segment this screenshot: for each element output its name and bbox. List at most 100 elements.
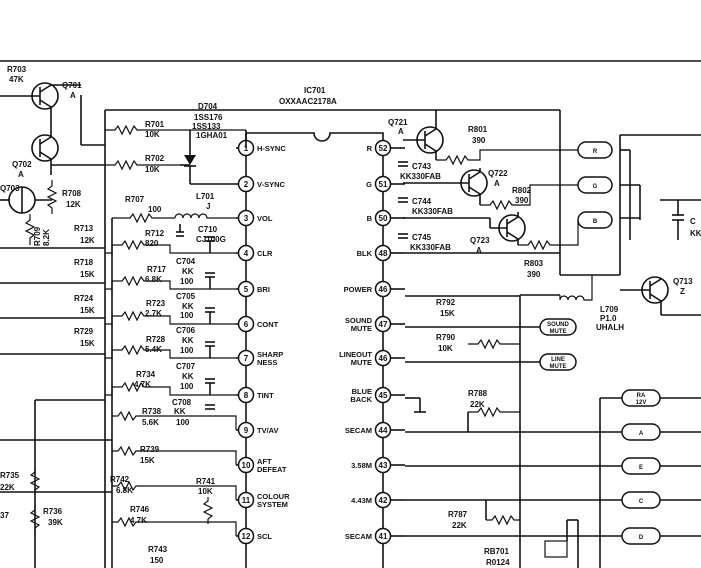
ic-left-pin-label-2: NESS xyxy=(257,358,277,367)
r703-label: R703 xyxy=(7,65,27,74)
ic-right-pin-number: 51 xyxy=(379,180,388,189)
q702-type: A xyxy=(18,170,24,179)
ic-right-pin-number: 45 xyxy=(379,391,388,400)
r701-label: R701 xyxy=(145,120,165,129)
line-mute-connector-label-2: MUTE xyxy=(550,364,567,370)
r707-resistor xyxy=(111,212,175,230)
ic-part: OXXAAC2178A xyxy=(279,97,337,106)
ic-left-pin-label: TINT xyxy=(257,391,274,400)
sound-mute-connector-label: SOUND xyxy=(547,322,569,328)
ic-right-pin-number: 41 xyxy=(379,532,388,541)
c744-value: KK330FAB xyxy=(412,207,453,216)
pin-rc-group-8 xyxy=(105,378,236,396)
r728-value: 5.4K xyxy=(145,345,162,354)
ic-right-pin-label-2: MUTE xyxy=(351,358,372,367)
ra12v-connector-label: RA xyxy=(637,393,646,399)
r792-label: R792 xyxy=(436,298,456,307)
r724-value: 15K xyxy=(80,306,95,315)
left-bus-lines xyxy=(34,95,561,568)
q721-transistor xyxy=(403,110,444,160)
r729-value: 15K xyxy=(80,339,95,348)
r803-value: 390 xyxy=(527,270,541,279)
c708-kk: KK xyxy=(174,407,186,416)
r707-value: 100 xyxy=(148,205,162,214)
l701-inductor xyxy=(174,213,236,219)
d704-label: D704 xyxy=(198,102,218,111)
ic-right-pin-label: R xyxy=(367,144,373,153)
ic-right-pin-label: POWER xyxy=(344,285,373,294)
ic-right-pin-number: 47 xyxy=(379,320,388,329)
r746-resistor xyxy=(112,516,237,536)
pin-rc-group-5 xyxy=(105,272,236,290)
l709-part: UHALH xyxy=(596,323,624,332)
r724-label: R724 xyxy=(74,294,94,303)
c708-label: C708 xyxy=(172,398,192,407)
r742-label: R742 xyxy=(110,475,130,484)
q722-type: A xyxy=(494,179,500,188)
q721-label: Q721 xyxy=(388,118,408,127)
r746-value: 4.7K xyxy=(130,516,147,525)
ic-left-pin-label: SHARP xyxy=(257,350,283,359)
c704-kk: KK xyxy=(182,267,194,276)
ic-left-pin-number: 2 xyxy=(244,180,249,189)
e-connector-label: E xyxy=(639,465,643,471)
r746-label: R746 xyxy=(130,505,150,514)
q713-type: Z xyxy=(680,287,685,296)
r738-value: 5.6K xyxy=(142,418,159,427)
c705-value: 100 xyxy=(180,311,194,320)
ic-right-pin-label-2: BACK xyxy=(350,395,372,404)
ic-right-pin-label: G xyxy=(366,180,372,189)
ic-right-pin-label: 3.58M xyxy=(351,461,372,470)
r743-value: 150 xyxy=(150,556,164,565)
c704-value: 100 xyxy=(180,277,194,286)
q701-type: A xyxy=(70,91,76,100)
ic-right-pin-43: 433.58M xyxy=(351,456,405,474)
pin-rc-group-6 xyxy=(105,307,236,325)
ic-left-pin-number: 9 xyxy=(244,426,249,435)
ic-right-pin-52: 52R xyxy=(367,139,405,157)
c706-kk: KK xyxy=(182,336,194,345)
r723-value: 2.7K xyxy=(145,309,162,318)
r703-value: 47K xyxy=(9,75,24,84)
r708-value: 12K xyxy=(66,200,81,209)
rb701-network xyxy=(544,519,579,568)
r787-resistor xyxy=(485,500,520,526)
ic-left-pin-number: 7 xyxy=(244,354,249,363)
r739-resistor xyxy=(112,445,237,465)
c744-capacitor xyxy=(398,197,408,203)
r709-resistor xyxy=(24,214,36,245)
ic-right-pin-51: 51 G xyxy=(366,175,405,193)
r790-label: R790 xyxy=(436,333,456,342)
ic-right-pin-label: LINEOUT xyxy=(339,350,372,359)
r713-label: R713 xyxy=(74,224,94,233)
r717-label: R717 xyxy=(147,265,167,274)
r790-resistor xyxy=(468,338,520,350)
ic-left-pin-label: BRI xyxy=(257,285,270,294)
ic-left-pin-number: 1 xyxy=(244,144,249,153)
ic-right-pin-42: 424.43M xyxy=(351,491,405,509)
r702-value: 10K xyxy=(145,165,160,174)
right-cap-label: C xyxy=(690,217,696,226)
g-connector: G xyxy=(577,176,613,194)
ic-right-pin-number: 46 xyxy=(379,354,388,363)
r702-resistor xyxy=(105,159,180,171)
ic-right-pin-number: 44 xyxy=(379,426,388,435)
c704-label: C704 xyxy=(176,257,196,266)
c745-label: C745 xyxy=(412,233,432,242)
ic-left-pin-number: 5 xyxy=(244,285,249,294)
r738-label: R738 xyxy=(142,407,162,416)
ic-left-pin-number: 10 xyxy=(242,461,251,470)
r701-resistor xyxy=(105,124,247,148)
